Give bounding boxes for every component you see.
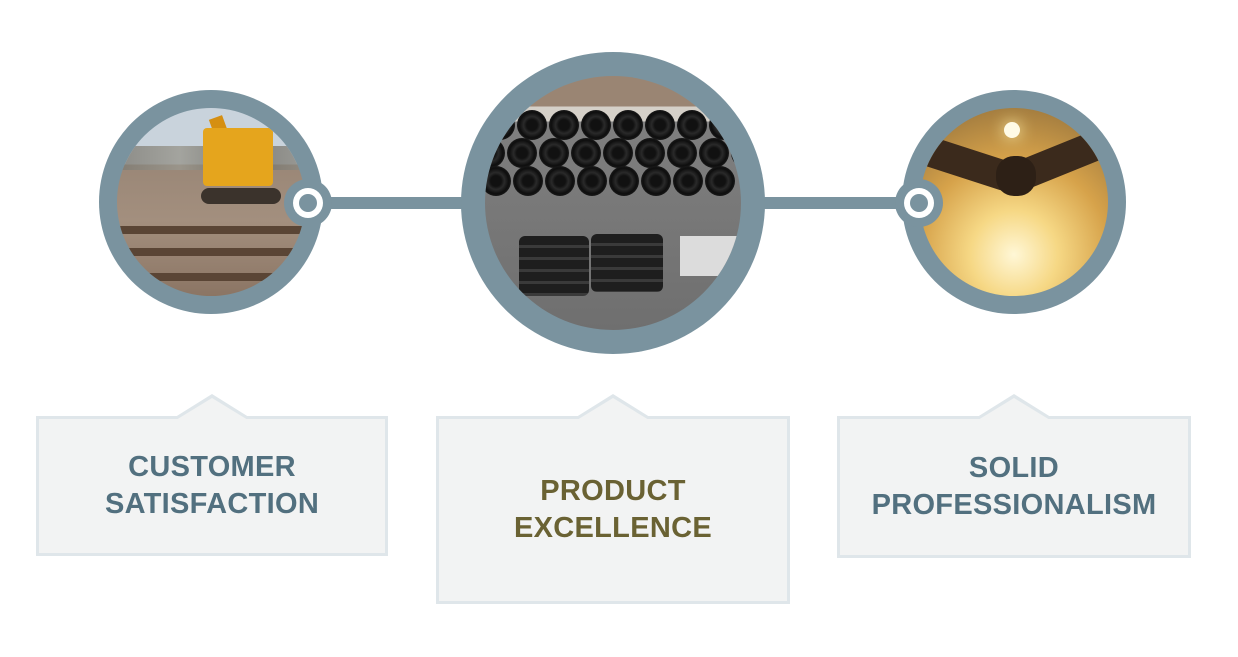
label-product-excellence: PRODUCT EXCELLENCE <box>514 475 712 544</box>
card-product-excellence: PRODUCT EXCELLENCE <box>436 394 790 604</box>
label-solid-professionalism: SOLID PROFESSIONALISM <box>871 452 1157 521</box>
connector-node-right <box>895 179 943 227</box>
circle-product-excellence <box>461 52 765 354</box>
excavator-field-image <box>117 108 305 296</box>
connector-line-right <box>760 197 920 209</box>
circle-solid-professionalism <box>902 90 1126 314</box>
handshake-sunset-image <box>920 108 1108 296</box>
card-solid-professionalism: SOLID PROFESSIONALISM <box>837 394 1191 558</box>
label-customer-satisfaction: CUSTOMER SATISFACTION <box>104 451 320 520</box>
pipe-coils-image <box>485 76 741 330</box>
card-customer-satisfaction: CUSTOMER SATISFACTION <box>36 394 388 556</box>
connector-line-left <box>310 197 470 209</box>
connector-node-left <box>284 179 332 227</box>
